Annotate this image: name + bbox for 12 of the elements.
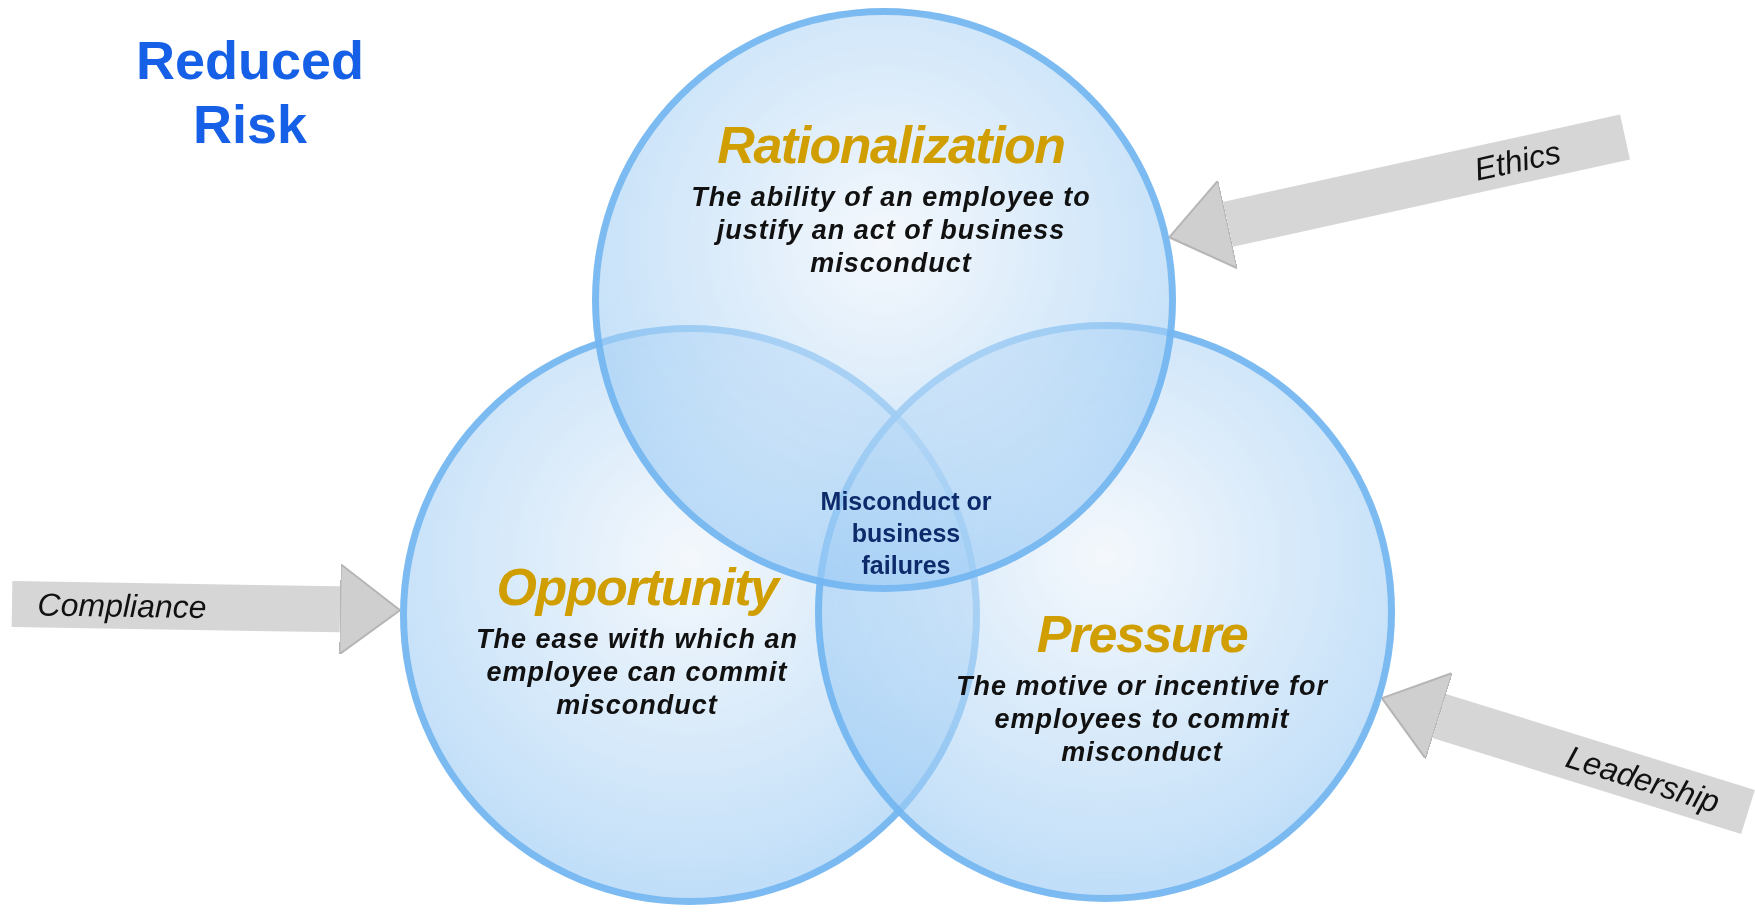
circle-description: The ability of an employee to justify an act of business misconduct (691, 181, 1091, 280)
block-arrow (1380, 672, 1755, 834)
edge-label: Compliance (37, 586, 207, 626)
edge-label: Ethics (1471, 133, 1564, 188)
circle-description: The ease with which an employee can commit misconduct (474, 623, 800, 722)
center-label: Misconduct or business failures (819, 486, 993, 581)
block-arrow (1168, 114, 1630, 270)
block-arrow (11, 563, 402, 656)
circle-heading: Rationalization (717, 115, 1065, 175)
title: Reduced Risk (134, 29, 366, 156)
circle-description: The motive or incentive for employees to commit misconduct (954, 670, 1330, 769)
circle-heading: Pressure (1036, 604, 1248, 664)
